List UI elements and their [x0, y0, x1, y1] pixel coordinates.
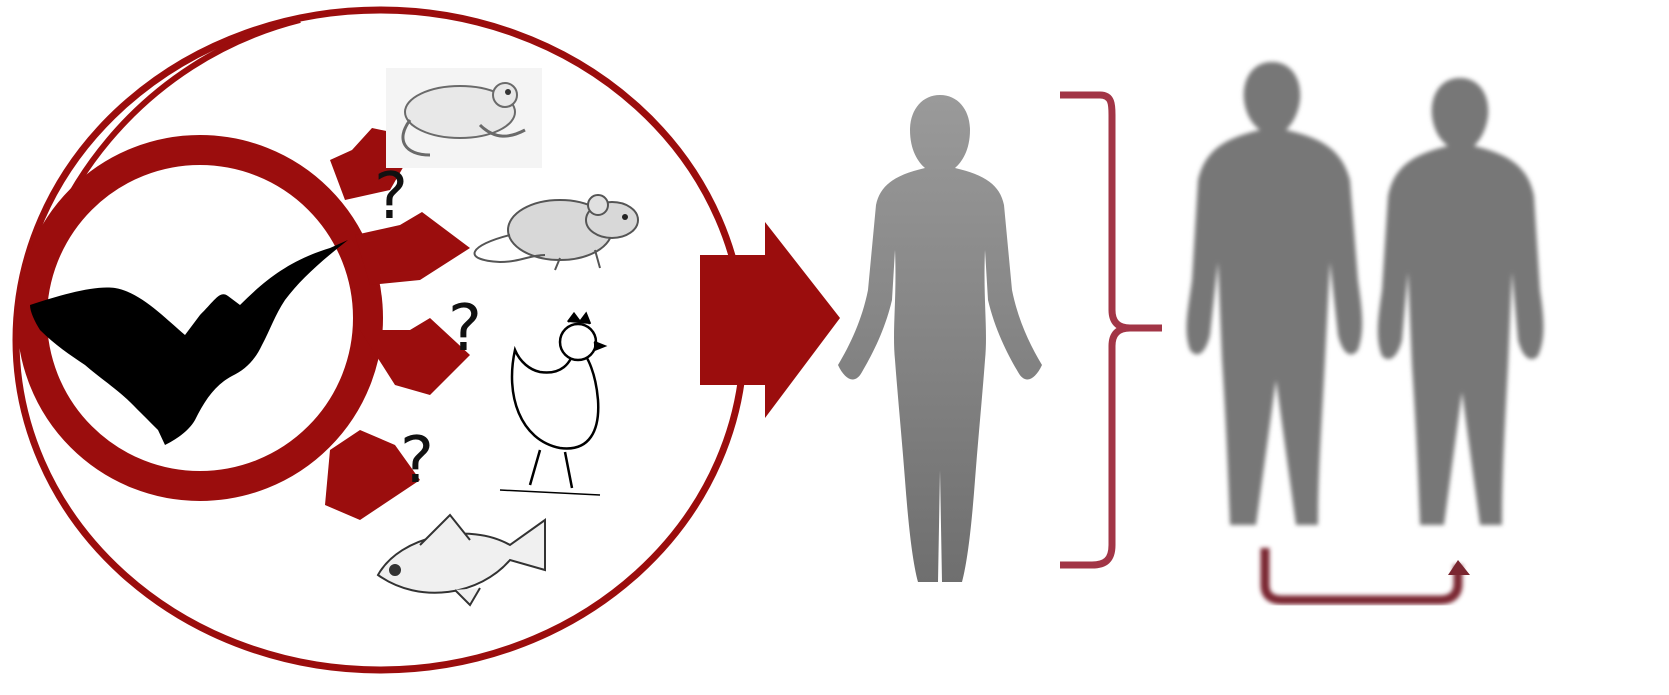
contact-human-1-icon: [1186, 62, 1362, 525]
contact-bracket: [1060, 95, 1162, 565]
index-human-icon: [838, 95, 1042, 582]
contact-link-bracket: [1265, 548, 1458, 600]
contact-link-arrowhead: [1448, 560, 1470, 575]
spillover-arrow: [700, 222, 840, 418]
contact-human-2-icon: [1378, 78, 1544, 525]
question-mark-3: ?: [400, 424, 434, 498]
mouse-icon: [475, 195, 638, 270]
frog-icon: [386, 68, 542, 168]
fish-icon: [378, 515, 545, 605]
chicken-icon: [500, 314, 604, 495]
question-mark-2: ?: [448, 292, 482, 366]
question-mark-1: ?: [374, 160, 408, 234]
